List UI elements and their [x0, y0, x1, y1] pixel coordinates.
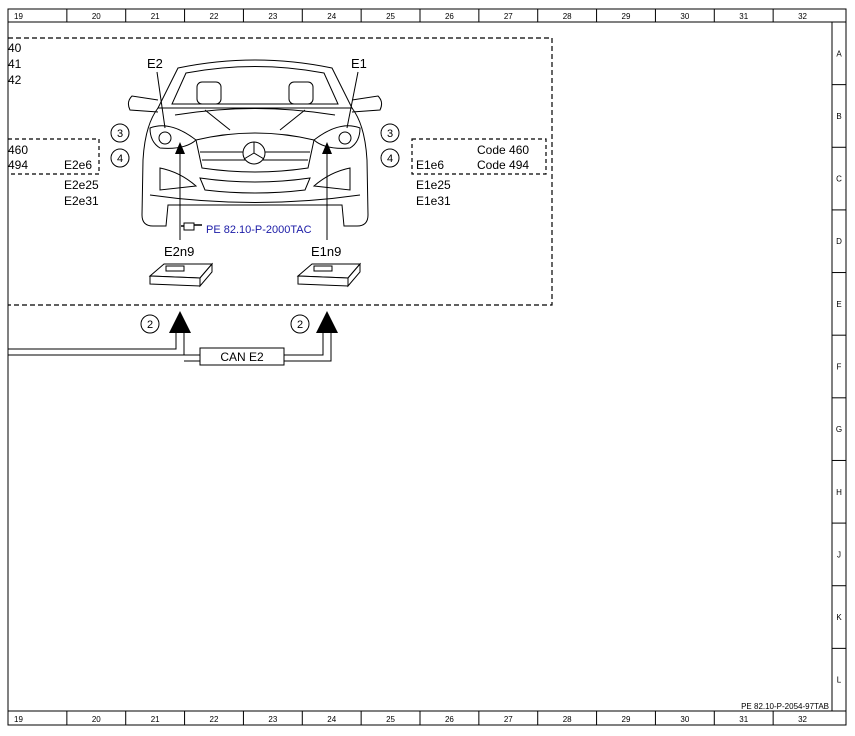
- column-label: 23: [268, 715, 277, 724]
- left-code-line2: 494: [8, 158, 28, 172]
- label-e1e31: E1e31: [416, 194, 451, 208]
- column-label: 28: [563, 12, 572, 21]
- connector-4-right: 4: [380, 148, 400, 168]
- column-label: 32: [798, 715, 807, 724]
- can-arrow-right: [316, 311, 338, 333]
- column-label: 24: [327, 715, 336, 724]
- control-unit-e2n9: [148, 262, 214, 288]
- can-arrow-left: [169, 311, 191, 333]
- row-label: F: [837, 363, 842, 372]
- sheet-border: [7, 8, 847, 726]
- left-code-box: [8, 138, 100, 175]
- column-label: 29: [622, 715, 631, 724]
- column-label: 20: [92, 12, 101, 21]
- connector-3-right: 3: [380, 123, 400, 143]
- column-label: 22: [210, 715, 219, 724]
- column-label: 24: [327, 12, 336, 21]
- column-label: 23: [268, 12, 277, 21]
- connector-4-left: 4: [110, 148, 130, 168]
- connector-2-left: 2: [140, 314, 160, 334]
- row-ruler-right: A B C D E F G H J K L: [832, 49, 846, 685]
- leader-e1: [346, 71, 359, 129]
- svg-text:3: 3: [387, 128, 393, 140]
- right-code-line2: Code 494: [477, 158, 529, 172]
- left-code-line1: 460: [8, 143, 28, 157]
- column-label: 27: [504, 715, 513, 724]
- column-label: 26: [445, 715, 454, 724]
- arrow-e2n9-head: [175, 142, 185, 154]
- label-e2e31: E2e31: [64, 194, 99, 208]
- label-e2e6: E2e6: [64, 158, 92, 172]
- row-label: J: [837, 550, 841, 559]
- column-label: 27: [504, 12, 513, 21]
- svg-text:3: 3: [117, 128, 123, 140]
- column-label: 20: [92, 715, 101, 724]
- pointing-hand-icon: [181, 222, 202, 231]
- leader-e2: [156, 71, 166, 129]
- row-label: A: [836, 49, 842, 58]
- column-ruler-top: 19 20 21 22 23 24 25 26 27 28 29 30 31 32: [14, 9, 808, 22]
- row-label: C: [836, 175, 842, 184]
- label-e2n9: E2n9: [164, 244, 194, 259]
- column-label: 29: [622, 12, 631, 21]
- label-e1: E1: [351, 56, 367, 71]
- document-id: PE 82.10-P-2054-97TAB: [741, 702, 829, 711]
- arrow-e1n9-head: [322, 142, 332, 154]
- row-label: H: [836, 488, 842, 497]
- row-label: L: [837, 676, 842, 685]
- row-label: K: [836, 613, 842, 622]
- cut-label-3: 42: [8, 73, 22, 87]
- column-label: 25: [386, 715, 395, 724]
- can-bus-label: CAN E2: [220, 350, 264, 364]
- label-e1e25: E1e25: [416, 178, 451, 192]
- column-label: 25: [386, 12, 395, 21]
- column-ruler-bottom: 19 20 21 22 23 24 25 26 27 28 29 30 31 32: [14, 711, 808, 725]
- label-e2e25: E2e25: [64, 178, 99, 192]
- column-label: 28: [563, 715, 572, 724]
- connector-3-left: 3: [110, 123, 130, 143]
- column-label: 30: [680, 12, 689, 21]
- right-code-line1: Code 460: [477, 143, 529, 157]
- column-label: 19: [14, 715, 23, 724]
- row-label: E: [836, 300, 841, 309]
- column-label: 19: [14, 12, 23, 21]
- right-code-box: [411, 138, 547, 175]
- row-label: D: [836, 237, 842, 246]
- column-label: 32: [798, 12, 807, 21]
- control-unit-e1n9: [296, 262, 362, 288]
- module-boundary: [8, 37, 553, 306]
- column-label: 22: [210, 12, 219, 21]
- cut-label-2: 41: [8, 57, 22, 71]
- row-label: G: [836, 425, 842, 434]
- column-label: 21: [151, 12, 160, 21]
- cut-label-1: 40: [8, 41, 22, 55]
- label-e2: E2: [147, 56, 163, 71]
- column-label: 31: [739, 715, 748, 724]
- can-bus-label-box: [199, 347, 285, 366]
- connector-2-right: 2: [290, 314, 310, 334]
- svg-text:4: 4: [117, 153, 123, 165]
- car-front-illustration: [127, 59, 383, 227]
- svg-text:4: 4: [387, 153, 393, 165]
- svg-text:2: 2: [147, 319, 153, 331]
- column-label: 30: [680, 715, 689, 724]
- column-label: 31: [739, 12, 748, 21]
- row-label: B: [836, 112, 841, 121]
- svg-text:2: 2: [297, 319, 303, 331]
- column-label: 26: [445, 12, 454, 21]
- label-e1n9: E1n9: [311, 244, 341, 259]
- reference-link[interactable]: PE 82.10-P-2000TAC: [181, 222, 312, 236]
- column-label: 21: [151, 715, 160, 724]
- reference-link-text[interactable]: PE 82.10-P-2000TAC: [206, 224, 312, 236]
- label-e1e6: E1e6: [416, 158, 444, 172]
